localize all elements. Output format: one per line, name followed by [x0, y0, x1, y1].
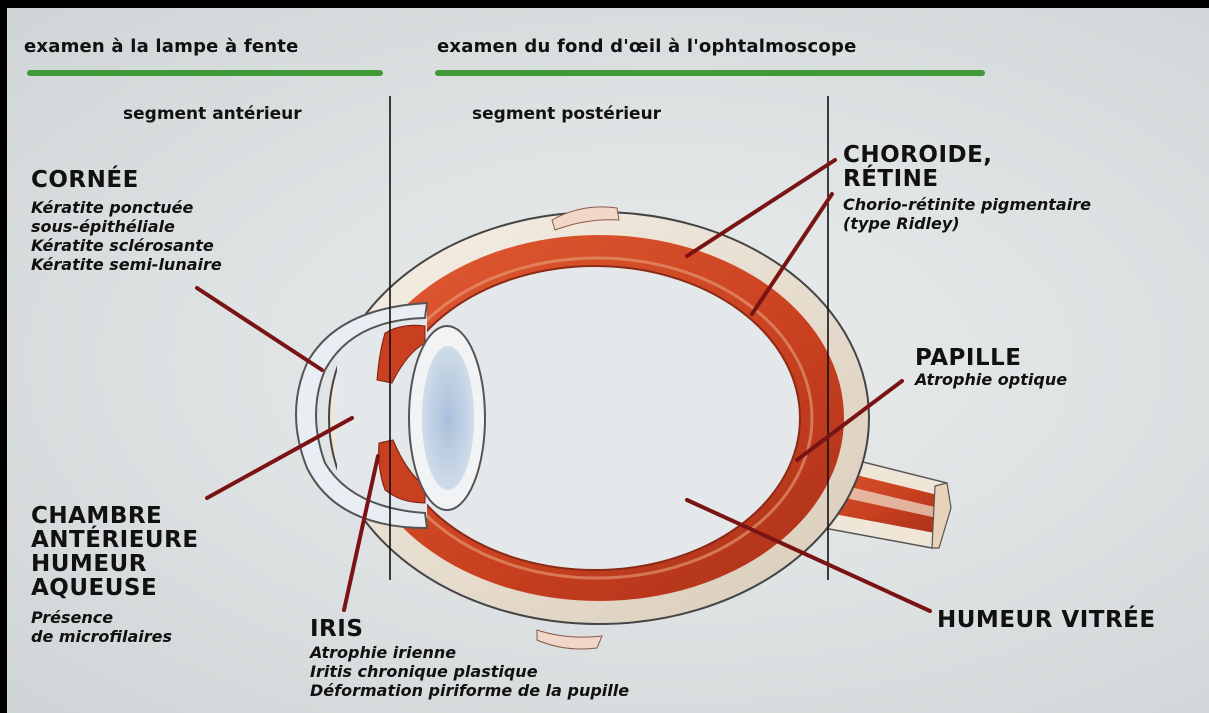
- papilla-title: PAPILLE: [915, 346, 1067, 370]
- header-ophthalmoscope: examen du fond d'œil à l'ophtalmoscope: [437, 36, 856, 57]
- cornea-title: CORNÉE: [31, 168, 222, 192]
- header-slit-lamp: examen à la lampe à fente: [24, 36, 299, 57]
- choroid-title: CHOROIDE,: [843, 143, 1091, 167]
- eye-diagram-frame: examen à la lampe à fente examen du fond…: [7, 8, 1209, 713]
- leader-choroid-1: [687, 160, 835, 256]
- segment-posterior-label: segment postérieur: [472, 104, 661, 124]
- label-cornea: CORNÉE Kératite ponctuée sous-épithélial…: [31, 168, 222, 274]
- leader-cornea: [197, 288, 322, 370]
- label-anterior-chamber: CHAMBRE ANTÉRIEURE HUMEUR AQUEUSE Présen…: [31, 504, 199, 646]
- iris-line: Déformation piriforme de la pupille: [310, 681, 629, 700]
- label-papilla: PAPILLE Atrophie optique: [915, 346, 1067, 389]
- iris-line: Iritis chronique plastique: [310, 662, 629, 681]
- chamber-title: ANTÉRIEURE: [31, 528, 199, 552]
- label-vitreous: HUMEUR VITRÉE: [937, 608, 1156, 632]
- chamber-line: de microfilaires: [31, 627, 199, 646]
- chamber-title: CHAMBRE: [31, 504, 199, 528]
- iris-title: IRIS: [310, 617, 629, 641]
- label-choroid-retina: CHOROIDE, RÉTINE Chorio-rétinite pigment…: [843, 143, 1091, 233]
- iris-line: Atrophie irienne: [310, 643, 629, 662]
- choroid-line: Chorio-rétinite pigmentaire: [843, 195, 1091, 214]
- choroid-line: (type Ridley): [843, 214, 1091, 233]
- chamber-line: Présence: [31, 608, 199, 627]
- segment-anterior-label: segment antérieur: [123, 104, 302, 124]
- choroid-title: RÉTINE: [843, 167, 1091, 191]
- label-iris: IRIS Atrophie irienne Iritis chronique p…: [310, 617, 629, 700]
- cornea-line: Kératite ponctuée: [31, 198, 222, 217]
- header-bar-left: [27, 70, 383, 76]
- papilla-line: Atrophie optique: [915, 370, 1067, 389]
- cornea-line: Kératite sclérosante: [31, 236, 222, 255]
- cornea-line: sous-épithéliale: [31, 217, 222, 236]
- chamber-title: HUMEUR: [31, 552, 199, 576]
- header-bar-right: [435, 70, 985, 76]
- cornea-line: Kératite semi-lunaire: [31, 255, 222, 274]
- chamber-title: AQUEUSE: [31, 576, 199, 600]
